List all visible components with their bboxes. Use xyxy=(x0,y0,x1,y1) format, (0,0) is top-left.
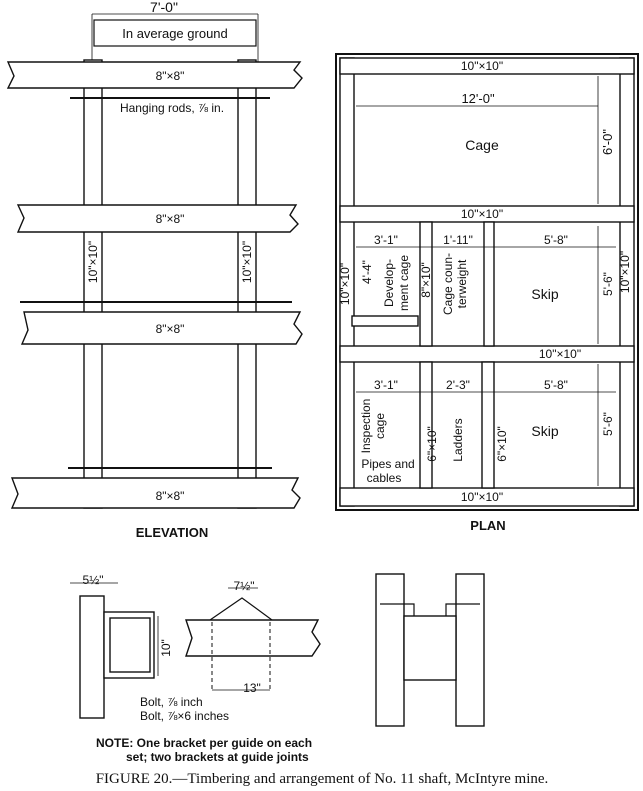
detail-timber-front xyxy=(185,619,321,657)
cage-width-label: 12'-0" xyxy=(461,91,495,106)
divider-row3-b xyxy=(481,361,495,489)
divider-row2-a xyxy=(419,221,433,347)
pipes-cables-line-1: Pipes and xyxy=(361,457,414,471)
plan-drawing: 10"×10" 10"×10" 10"×10" 10"×10" 12'-0" 6… xyxy=(335,53,639,533)
beam-label-2: 8"×8" xyxy=(156,212,185,226)
skip-label-row2: Skip xyxy=(531,286,558,302)
joint-post-left xyxy=(375,573,405,727)
development-cage-line-1: Develop- xyxy=(382,259,396,307)
joint-guide xyxy=(403,615,457,681)
detail-post-section xyxy=(79,595,105,719)
bracket-detail: 5½" 10" Bolt, ⅞ inch Bolt, ⅞×6 inches 7½… xyxy=(70,573,485,764)
row3-dim-3: 5'-8" xyxy=(544,378,568,392)
skip-label-row3: Skip xyxy=(531,423,558,439)
detail-dim-7-half: 7½" xyxy=(234,579,255,593)
detail-note-line-2: set; two brackets at guide joints xyxy=(126,750,309,764)
elevation-beam-4 xyxy=(10,477,301,509)
counterweight-line-1: Cage coun- xyxy=(441,253,455,315)
cage-label: Cage xyxy=(465,137,499,153)
ladders-label: Ladders xyxy=(451,418,465,461)
detail-note-line-1: NOTE: One bracket per guide on each xyxy=(96,736,312,750)
beam-label-1: 8"×8" xyxy=(156,69,185,83)
divider-row2-b xyxy=(483,221,495,347)
dev-height-label: 4'-4" xyxy=(360,260,374,284)
elevation-drawing: 7'-0" In average ground 8"×8" Hanging ro… xyxy=(6,0,303,540)
cage-height-label: 6'-0" xyxy=(600,129,615,155)
row3-dim-1: 3'-1" xyxy=(374,378,398,392)
detail-bolt-1: Bolt, ⅞ inch xyxy=(140,695,203,709)
row2-dim-1: 3'-1" xyxy=(374,233,398,247)
plan-side-label-right: 10"×10" xyxy=(618,251,632,293)
inspection-cage-line-1: Inspection xyxy=(359,399,373,454)
elevation-beam-2 xyxy=(16,204,299,233)
plan-wall-label-4: 10"×10" xyxy=(461,490,503,504)
detail-bracket-gusset xyxy=(209,597,273,621)
plan-outer-frame xyxy=(335,53,639,511)
detail-dim-5-half: 5½" xyxy=(83,573,104,587)
beam-label-3: 8"×8" xyxy=(156,322,185,336)
hanging-rods-label: Hanging rods, ⅞ in. xyxy=(120,101,224,115)
counterweight-line-2: terweight xyxy=(455,259,469,308)
joint-post-right xyxy=(455,573,485,727)
row2-dim-2: 1'-11" xyxy=(443,233,473,247)
detail-bracket-section xyxy=(109,617,151,673)
beam-label-4: 8"×8" xyxy=(156,489,185,503)
elevation-beam-1 xyxy=(6,61,303,89)
figure-caption: FIGURE 20.—Timbering and arrangement of … xyxy=(96,771,549,787)
plan-wall-1 xyxy=(339,57,635,75)
pipes-cables-line-2: cables xyxy=(367,471,402,485)
elevation-post-label-left: 10"×10" xyxy=(86,241,100,283)
elevation-beam-3 xyxy=(20,311,303,345)
divider-row3-label-b: 6"×10" xyxy=(495,426,509,462)
plan-wall-label-2: 10"×10" xyxy=(461,207,503,221)
detail-bolt-2: Bolt, ⅞×6 inches xyxy=(140,709,229,723)
development-cage-sill xyxy=(351,315,419,327)
divider-label: 8"×10" xyxy=(419,262,433,298)
skip-height-row2: 5'-6" xyxy=(601,272,615,296)
plan-side-label-left: 10"×10" xyxy=(338,263,352,305)
detail-dim-10: 10" xyxy=(159,639,173,657)
row2-dim-3: 5'-8" xyxy=(544,233,568,247)
development-cage-line-2: ment cage xyxy=(397,255,411,311)
row3-dim-2: 2'-3" xyxy=(446,378,470,392)
plan-wall-3 xyxy=(339,345,635,363)
joint-bracket xyxy=(380,603,480,616)
span-dimension-label: 7'-0" xyxy=(150,0,178,15)
ground-label-box xyxy=(93,19,257,47)
plan-wall-label-3: 10"×10" xyxy=(539,347,581,361)
inspection-cage-line-2: cage xyxy=(373,413,387,439)
divider-row3-a xyxy=(419,361,433,489)
elevation-post-label-right: 10"×10" xyxy=(240,241,254,283)
detail-dim-13: 13" xyxy=(243,681,261,695)
elevation-caption: ELEVATION xyxy=(136,525,208,540)
skip-height-row3: 5'-6" xyxy=(601,412,615,436)
divider-row3-label-a: 6"×10" xyxy=(425,426,439,462)
plan-wall-label-1: 10"×10" xyxy=(461,59,503,73)
plan-caption: PLAN xyxy=(470,518,505,533)
ground-label: In average ground xyxy=(122,26,228,41)
